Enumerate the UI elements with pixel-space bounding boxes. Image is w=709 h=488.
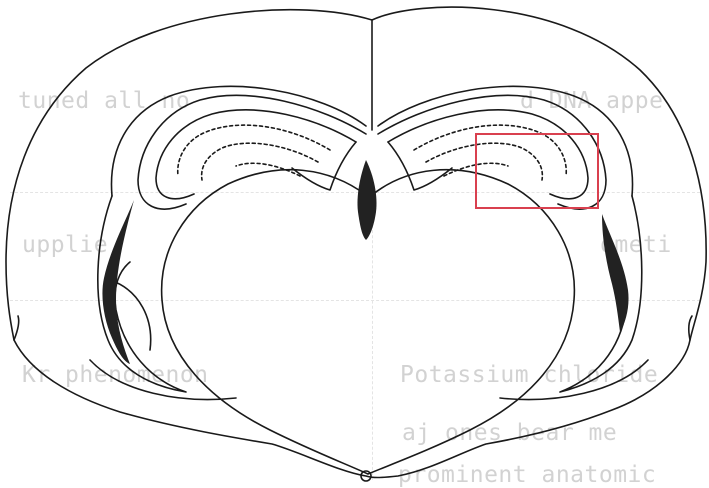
left-hippocampus-inner [156,110,356,199]
third-ventricle [357,160,376,240]
right-lower-lobe [560,196,642,392]
left-lateral-notch [14,316,19,340]
right-hippocampus-fold [388,142,452,190]
right-hippocampus-inner [388,110,588,199]
brain-outer-outline [6,7,706,477]
right-cell-layer-1 [414,125,566,176]
right-lateral-ventricle [602,214,629,332]
right-hippocampus-outer [378,95,606,209]
right-temporal-contour [500,360,648,399]
left-hippocampus-outer [138,95,366,209]
left-cell-layer-1 [178,125,330,176]
